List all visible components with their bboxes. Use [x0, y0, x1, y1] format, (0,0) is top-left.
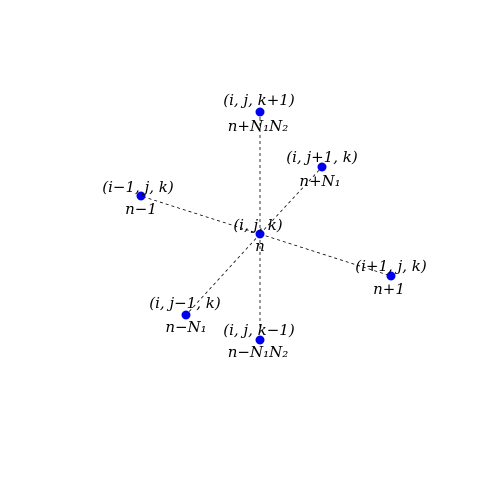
j-minus-index-label: n−N₁ [165, 318, 206, 336]
k-minus-index-label: n−N₁N₂ [228, 343, 289, 361]
node-k-minus [255, 335, 265, 345]
nodes [136, 107, 396, 345]
i-minus-index-label: n−1 [125, 200, 157, 218]
node-center [255, 229, 265, 239]
i-minus-coord-label: (i−1, j, k) [102, 178, 174, 196]
center-index-label: n [255, 237, 265, 255]
node-k-plus [255, 107, 265, 117]
j-minus-coord-label: (i, j−1, k) [149, 294, 221, 312]
i-plus-coord-label: (i+1, j, k) [355, 257, 427, 275]
edge-j-minus [185, 233, 261, 316]
k-minus-coord-label: (i, j, k−1) [223, 321, 295, 339]
labels: (i, j, k) n (i, j, k+1) n+N₁N₂ (i, j+1, … [102, 91, 427, 361]
edges [140, 112, 392, 340]
k-plus-coord-label: (i, j, k+1) [223, 91, 295, 109]
k-plus-index-label: n+N₁N₂ [228, 117, 289, 135]
node-j-minus [181, 310, 191, 320]
edge-i-plus [259, 233, 392, 277]
node-i-plus [386, 271, 396, 281]
node-j-plus [317, 162, 327, 172]
j-plus-coord-label: (i, j+1, k) [286, 148, 358, 166]
i-plus-index-label: n+1 [373, 280, 405, 298]
edge-i-minus [140, 195, 261, 235]
center-coord-label: (i, j, k) [233, 216, 282, 234]
node-i-minus [136, 191, 146, 201]
j-plus-index-label: n+N₁ [299, 172, 340, 190]
